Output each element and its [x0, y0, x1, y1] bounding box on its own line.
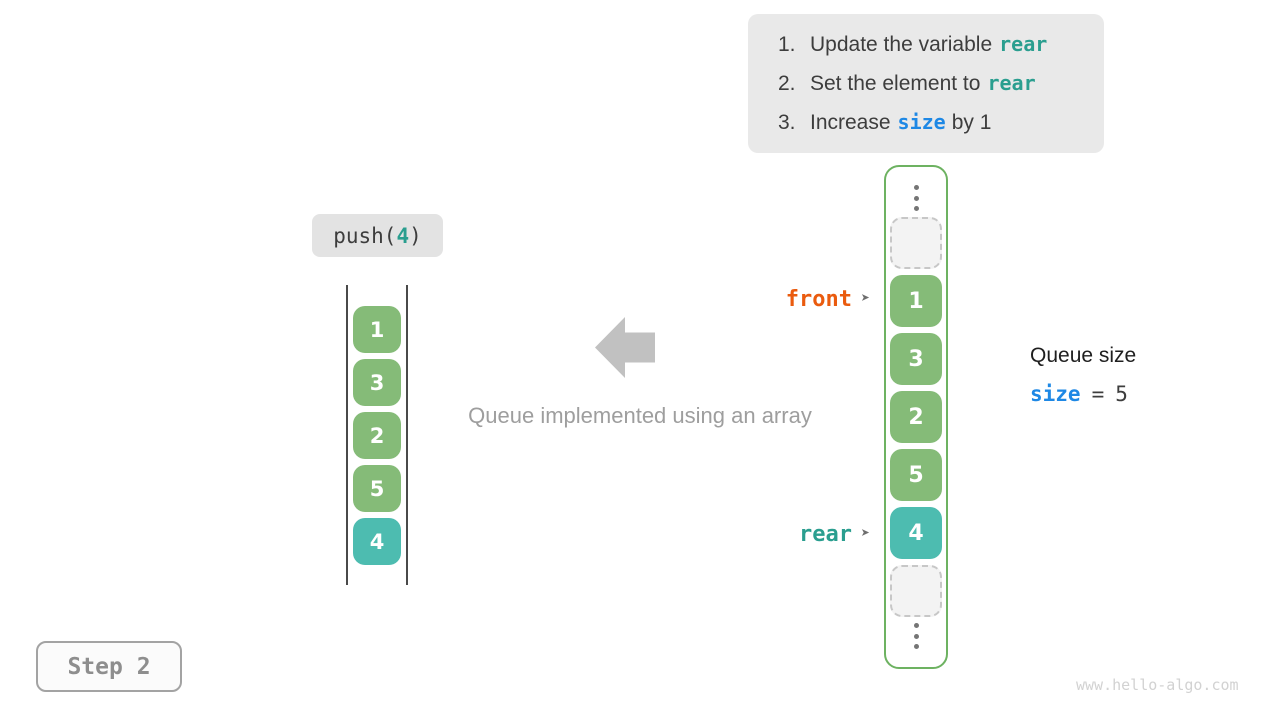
instruction-number: 1. — [778, 33, 796, 56]
instruction-text: Update the variable — [810, 33, 993, 56]
left-block-arrow-icon — [595, 317, 655, 383]
queue-cell: 2 — [890, 391, 942, 443]
pointer-arrow-icon: ➤ — [860, 524, 870, 542]
watermark: www.hello-algo.com — [1076, 676, 1239, 694]
push-argument: 4 — [396, 223, 410, 248]
instruction-number: 3. — [778, 111, 796, 134]
ellipsis-icon — [913, 185, 919, 211]
instructions-panel: 1. Update the variable rear 2. Set the e… — [748, 14, 1104, 153]
queue-cell: 5 — [890, 449, 942, 501]
array-cell: 2 — [353, 412, 401, 459]
ellipsis-dot — [913, 623, 919, 628]
queue-size-title: Queue size — [1030, 344, 1137, 367]
front-pointer-label: front — [785, 286, 852, 312]
diagram-caption: Queue implemented using an array — [468, 403, 812, 428]
code-token-size: size — [897, 110, 946, 134]
queue-cell-rear: 4 — [890, 507, 942, 559]
queue-array-container: 1 3 2 5 4 — [884, 165, 948, 669]
queue-size-expression: size = 5 — [1030, 382, 1136, 406]
array-column: 1 3 2 5 4 — [346, 285, 408, 585]
empty-slot — [890, 217, 942, 269]
ellipsis-dot — [913, 195, 919, 201]
ellipsis-dot — [913, 633, 919, 639]
queue-size-value: 5 — [1115, 382, 1128, 406]
instruction-item-2: 2. Set the element to rear — [778, 64, 1104, 103]
empty-slot — [890, 565, 942, 617]
instruction-number: 2. — [778, 72, 796, 95]
pointer-arrow-icon: ➤ — [860, 289, 870, 307]
push-operation-badge: push(4) — [312, 214, 443, 257]
push-call-prefix: push( — [333, 223, 397, 248]
step-badge: Step 2 — [36, 641, 182, 692]
code-token-rear: rear — [999, 32, 1048, 56]
instruction-item-3: 3. Increase size by 1 — [778, 103, 1104, 142]
ellipsis-dot — [913, 185, 919, 190]
instruction-item-1: 1. Update the variable rear — [778, 25, 1104, 64]
push-call-suffix: ) — [409, 223, 422, 248]
rear-pointer-label: rear — [798, 521, 852, 547]
array-cell: 3 — [353, 359, 401, 406]
instruction-text: Set the element to — [810, 72, 981, 95]
ellipsis-dot — [913, 644, 919, 649]
instruction-text: by 1 — [951, 111, 992, 134]
rear-pointer: rear ➤ — [680, 519, 870, 549]
ellipsis-icon — [913, 623, 919, 649]
queue-size-panel: Queue size size = 5 — [1030, 344, 1136, 406]
queue-cell: 3 — [890, 333, 942, 385]
queue-cell-front: 1 — [890, 275, 942, 327]
equals-sign: = — [1091, 382, 1105, 406]
front-pointer: front ➤ — [680, 284, 870, 314]
array-cell: 5 — [353, 465, 401, 512]
code-token-rear: rear — [987, 71, 1036, 95]
instruction-text: Increase — [810, 111, 891, 134]
code-token-size: size — [1030, 382, 1081, 406]
array-cell-pushed: 4 — [353, 518, 401, 565]
array-cell: 1 — [353, 306, 401, 353]
ellipsis-dot — [913, 206, 919, 211]
